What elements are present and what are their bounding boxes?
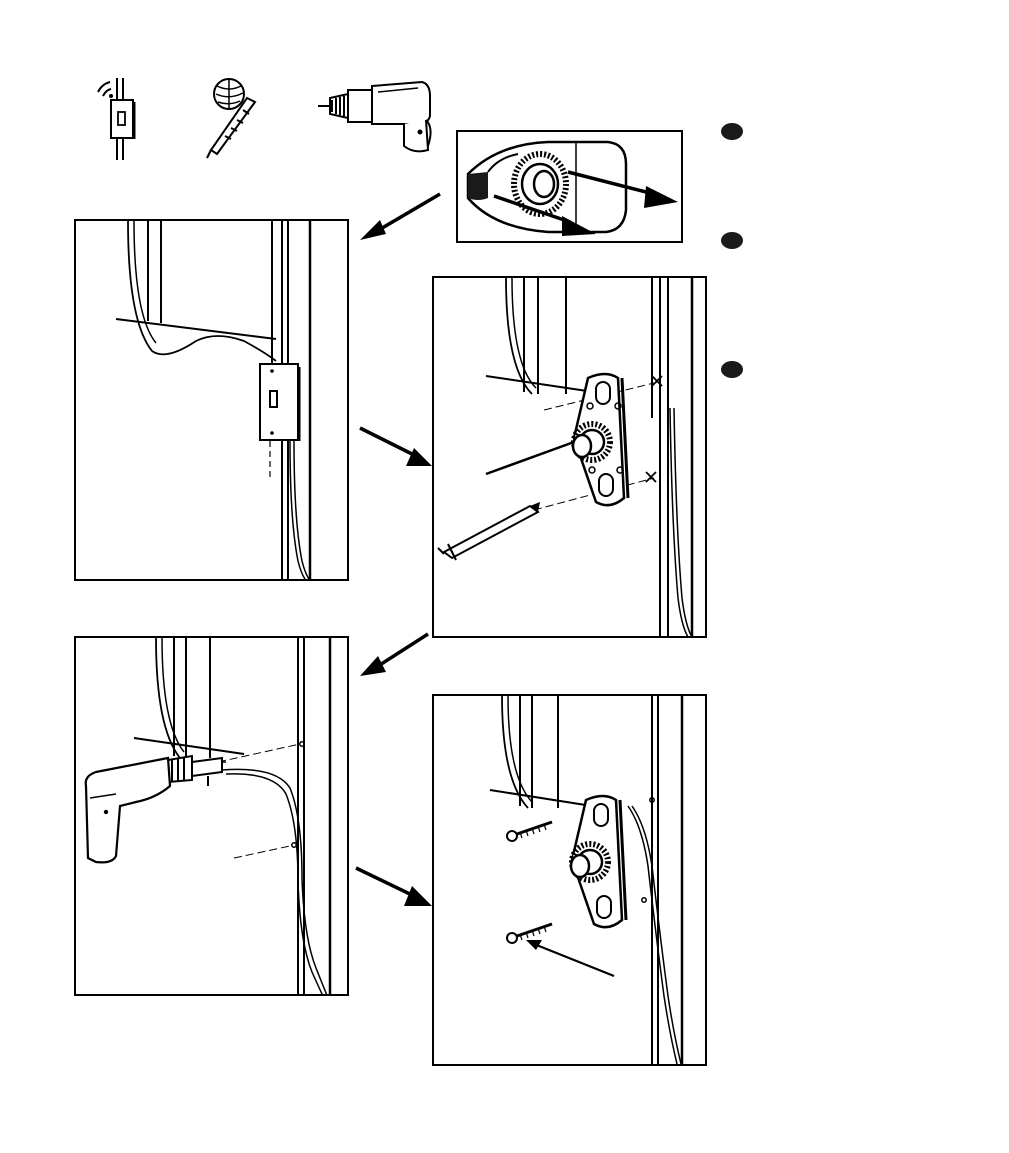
doorbell-button-closeup [458, 132, 683, 243]
step-bullet-1 [721, 123, 743, 140]
tool-switch-box [86, 78, 146, 160]
wall-switch-box-icon [86, 78, 146, 160]
arrow-to-mark-holes [356, 424, 436, 468]
panel-drill-holes [74, 636, 349, 996]
screw-button-to-frame [434, 696, 707, 1066]
panel-doorway-with-switch [74, 219, 349, 581]
door-frame-wall-switch [76, 221, 349, 581]
step-bullet-2 [721, 232, 743, 249]
arrow-to-doorway [356, 190, 446, 242]
mounting-plate-pencil-mark [434, 278, 707, 638]
tool-power-drill [318, 76, 438, 156]
step-bullet-3 [721, 361, 743, 378]
drill-bit-icon [195, 78, 265, 158]
panel-mark-mounting-holes [432, 276, 707, 638]
tool-drill-bit [195, 78, 265, 158]
power-drill-icon [318, 76, 438, 156]
arrow-to-drill-holes [356, 630, 436, 680]
panel-button-detail [456, 130, 683, 243]
drilling-holes-door-frame [76, 638, 349, 996]
arrow-to-screw-mounting [352, 864, 436, 910]
panel-screw-mounting [432, 694, 707, 1066]
